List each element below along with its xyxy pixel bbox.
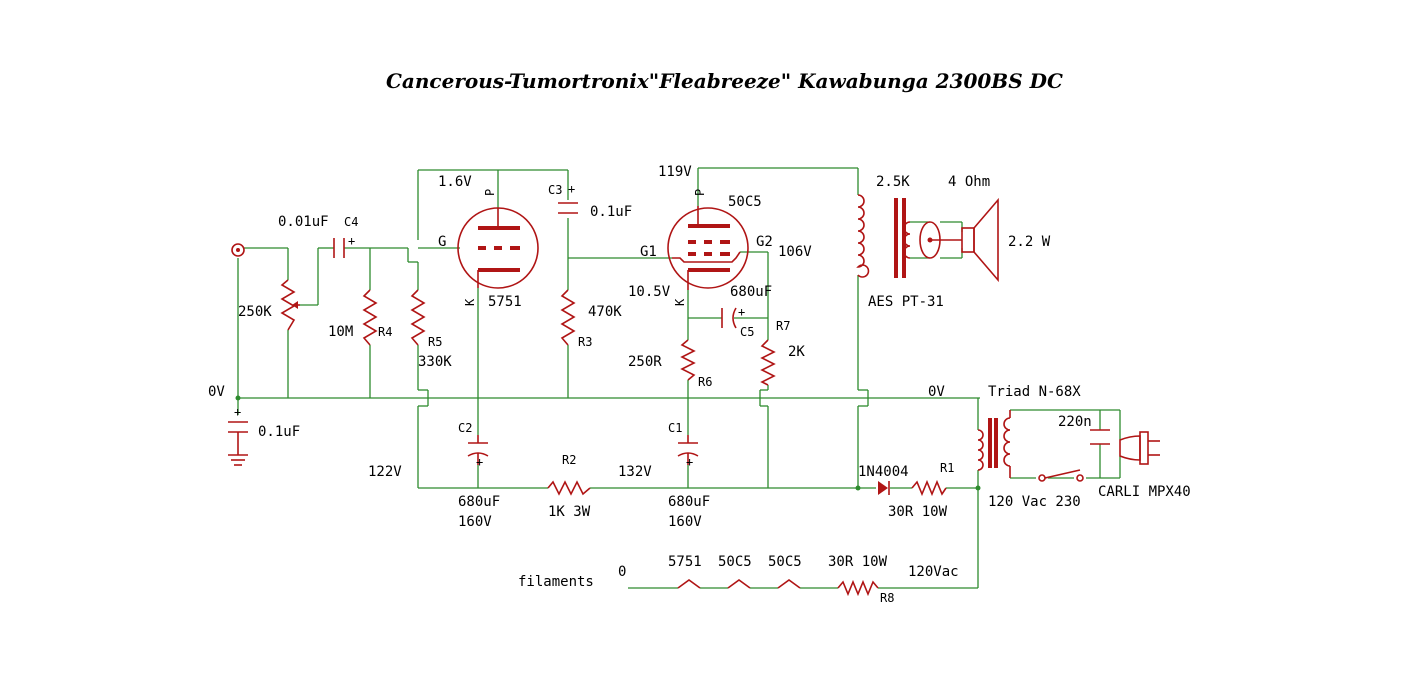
- label-r6: R6: [698, 375, 712, 389]
- label-c4: C4: [344, 215, 358, 229]
- label-2-2w: 2.2 W: [1008, 234, 1051, 250]
- label-g2: G2: [756, 234, 773, 250]
- capacitor-c3: [558, 202, 578, 214]
- label-c1: C1: [668, 421, 682, 435]
- capacitor-c1: [677, 435, 699, 465]
- schematic-title: Cancerous-Tumortronix"Fleabreeze" Kawabu…: [386, 69, 1063, 93]
- resistor-r3: [560, 289, 576, 346]
- label-carli: CARLI MPX40: [1098, 484, 1191, 500]
- label-filaments: filaments: [518, 574, 594, 590]
- label-c3: C3: [548, 183, 562, 197]
- label-pin-p1: P: [483, 189, 497, 196]
- capacitor-c4: [333, 238, 345, 258]
- label-c2-value: 680uF: [458, 494, 500, 510]
- capacitor-220n: [1090, 429, 1110, 445]
- label-c2-voltage: 160V: [458, 514, 492, 530]
- label-120vac: 120Vac: [908, 564, 959, 580]
- label-tube2-name: 50C5: [728, 194, 762, 210]
- label-r2-value: 1K 3W: [548, 504, 591, 520]
- label-330k: 330K: [418, 354, 452, 370]
- tube-5751: [457, 207, 539, 289]
- label-aes: AES PT-31: [868, 294, 944, 310]
- label-c1-voltage: 160V: [668, 514, 702, 530]
- label-r4: R4: [378, 325, 392, 339]
- label-r1: R1: [940, 461, 954, 475]
- plus-ground-cap: +: [234, 405, 241, 419]
- power-switch: [1038, 469, 1084, 482]
- label-r3-value: 470K: [588, 304, 622, 320]
- label-r1-value: 30R 10W: [888, 504, 948, 520]
- plus-c5: +: [738, 305, 745, 319]
- output-transformer: [856, 194, 962, 278]
- label-250k: 250K: [238, 304, 272, 320]
- junctions: [235, 395, 981, 491]
- resistor-r6: [680, 339, 696, 381]
- label-ground-cap-value: 0.1uF: [258, 424, 300, 440]
- resistor-r1: [911, 479, 947, 497]
- label-r3: R3: [578, 335, 592, 349]
- resistor-r5: [410, 289, 426, 346]
- label-r8-value: 30R 10W: [828, 554, 888, 570]
- label-c4-value: 0.01uF: [278, 214, 329, 230]
- label-r2: R2: [562, 453, 576, 467]
- mains-plug: [1119, 431, 1160, 465]
- volume-pot: [280, 279, 300, 331]
- capacitor-c5: [721, 307, 737, 329]
- label-g1: G1: [640, 244, 657, 260]
- label-c3-value: 0.1uF: [590, 204, 632, 220]
- label-fil-5751: 5751: [668, 554, 702, 570]
- label-c5: C5: [740, 325, 754, 339]
- plus-c3: +: [568, 182, 575, 196]
- resistor-r4: [362, 289, 378, 346]
- label-r8: R8: [880, 591, 894, 605]
- diode-1n4004: [878, 481, 890, 495]
- input-jack: [231, 243, 245, 257]
- label-pin-k2: K: [673, 298, 687, 306]
- label-2-5k: 2.5K: [876, 174, 910, 190]
- speaker: [961, 197, 999, 283]
- label-g: G: [438, 234, 446, 250]
- label-fil-50c5-a: 50C5: [718, 554, 752, 570]
- label-10m: 10M: [328, 324, 353, 340]
- label-tube1-name: 5751: [488, 294, 522, 310]
- label-220n: 220n: [1058, 414, 1092, 430]
- label-c2: C2: [458, 421, 472, 435]
- label-1n4004: 1N4004: [858, 464, 909, 480]
- label-0v-right: 0V: [928, 384, 945, 400]
- label-triad: Triad N-68X: [988, 384, 1081, 400]
- power-transformer: [977, 410, 1011, 478]
- label-10-5v: 10.5V: [628, 284, 671, 300]
- label-2k: 2K: [788, 344, 805, 360]
- filament-heaters: [677, 579, 879, 597]
- label-4-ohm: 4 Ohm: [948, 174, 990, 190]
- label-pin-p2: P: [693, 189, 707, 196]
- label-1-6v: 1.6V: [438, 174, 472, 190]
- wires: [237, 167, 1121, 589]
- resistor-r2: [547, 480, 591, 496]
- label-c5-value: 680uF: [730, 284, 772, 300]
- label-250r: 250R: [628, 354, 662, 370]
- plus-c1: +: [686, 455, 693, 469]
- capacitor-ground: [228, 421, 248, 466]
- label-122v: 122V: [368, 464, 402, 480]
- label-119v: 119V: [658, 164, 692, 180]
- label-fil-50c5-b: 50C5: [768, 554, 802, 570]
- label-r7: R7: [776, 319, 790, 333]
- label-r5: R5: [428, 335, 442, 349]
- tube-50c5: [667, 206, 749, 290]
- label-106v: 106V: [778, 244, 812, 260]
- capacitor-c2: [467, 435, 489, 465]
- resistor-r7: [760, 339, 776, 386]
- label-132v: 132V: [618, 464, 652, 480]
- plus-c4: +: [348, 234, 355, 248]
- label-0v-left: 0V: [208, 384, 225, 400]
- label-pin-k1: K: [463, 298, 477, 306]
- label-fil-0: 0: [618, 564, 626, 580]
- plus-c2: +: [476, 455, 483, 469]
- label-mains: 120 Vac 230: [988, 494, 1081, 510]
- label-c1-value: 680uF: [668, 494, 710, 510]
